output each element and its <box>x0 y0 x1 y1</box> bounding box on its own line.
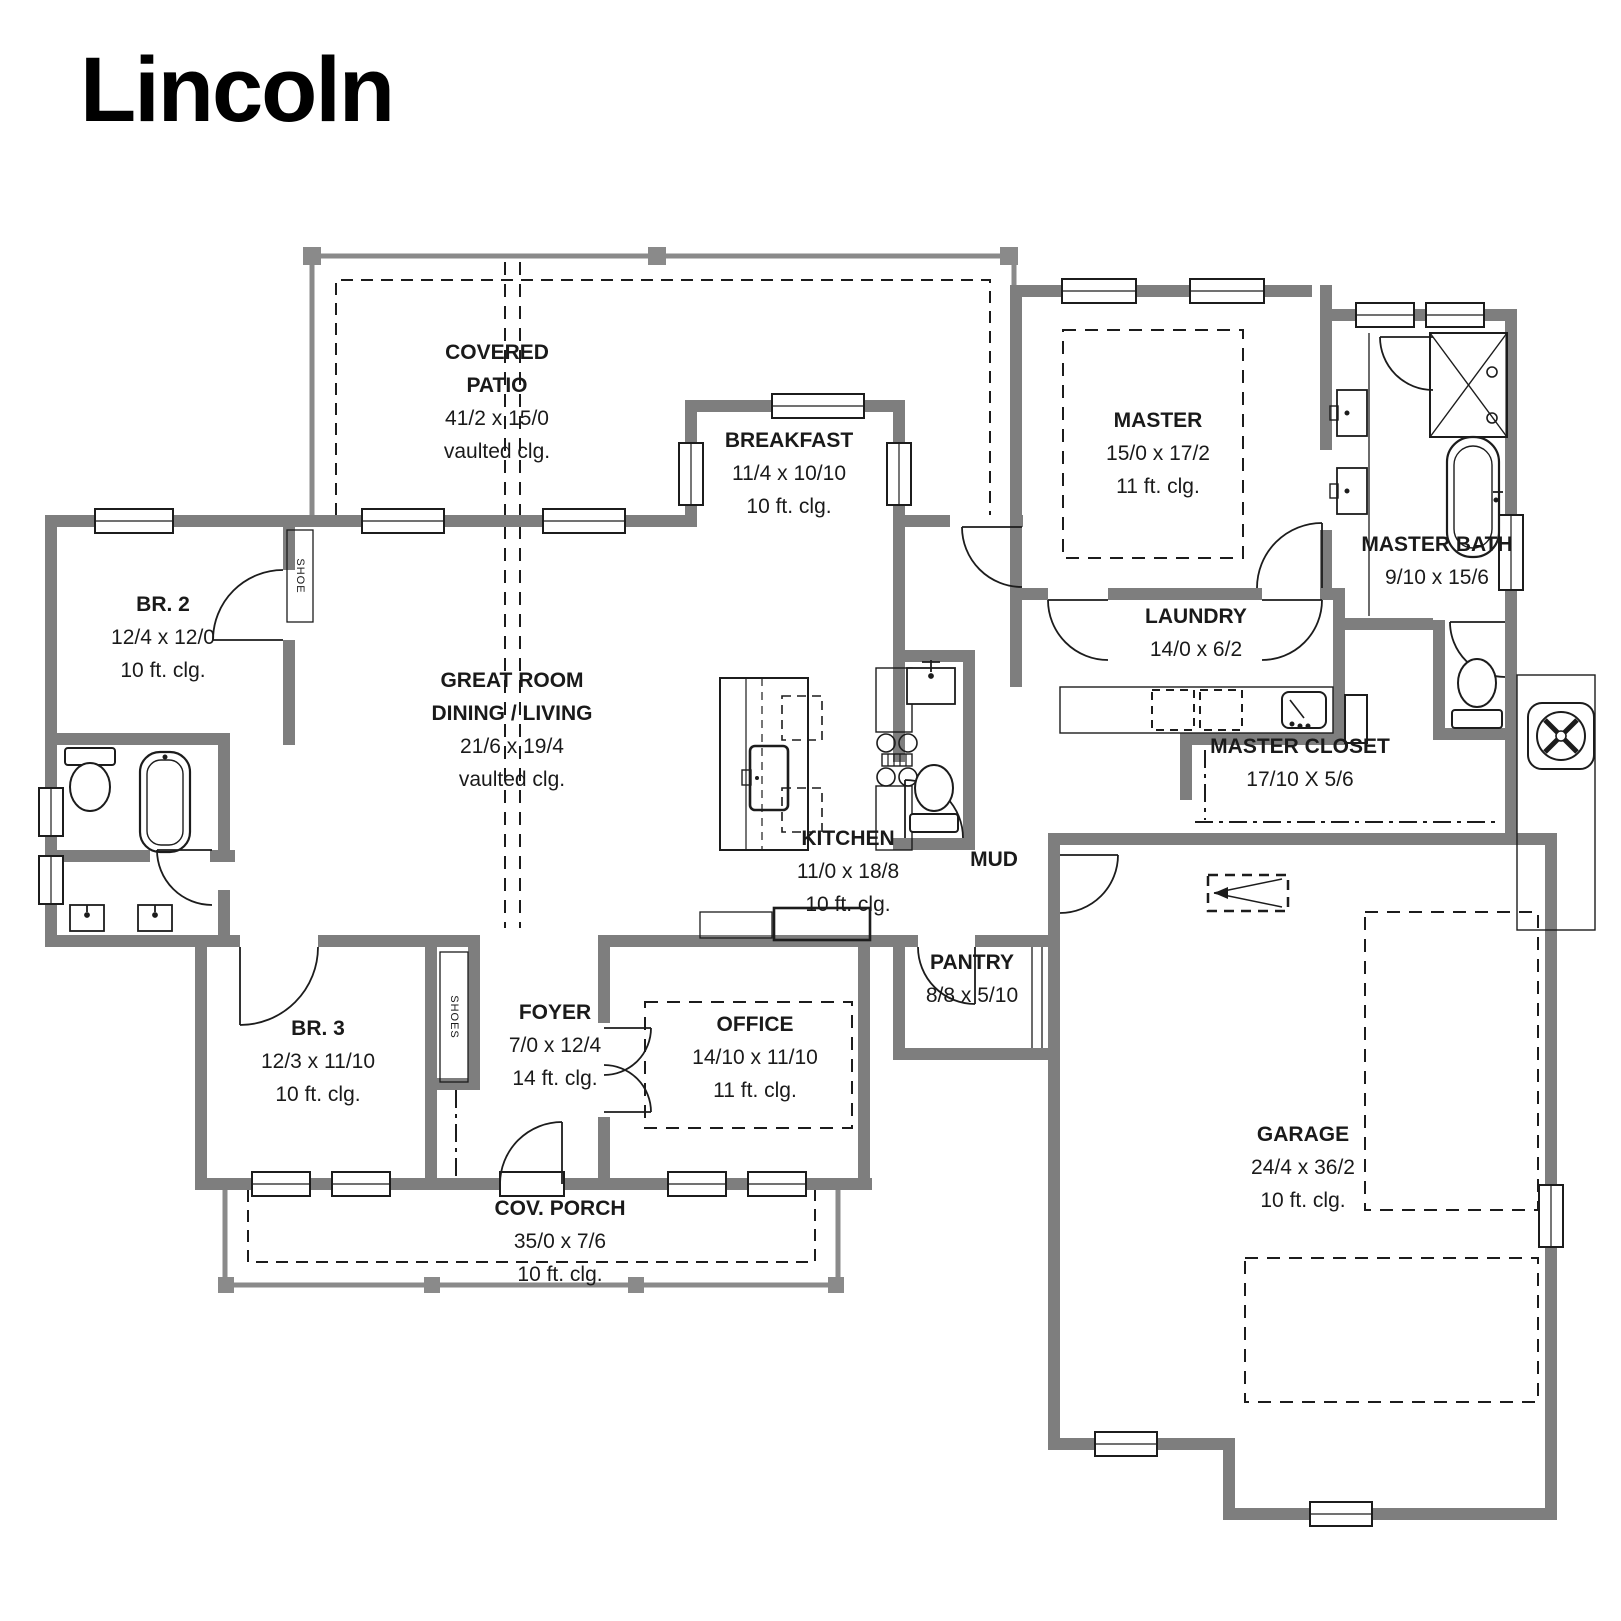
laundry-counter <box>1059 686 1334 734</box>
label-master: MASTER 15/0 x 17/2 11 ft. clg. <box>1106 409 1210 498</box>
bathtub-icon <box>138 750 192 854</box>
plan-title: Lincoln <box>80 39 395 141</box>
toilet-icon <box>64 747 116 812</box>
window-center-lines <box>50 290 1552 1515</box>
beam-dashed-lines <box>504 262 1539 1403</box>
windows <box>38 278 1564 1527</box>
label-mud: MUD <box>970 848 1018 871</box>
patio-roof-dashed <box>335 279 991 515</box>
wc-toilet-icon <box>1451 658 1503 729</box>
label-cov-porch: COV. PORCH 35/0 x 7/6 10 ft. clg. <box>494 1197 626 1286</box>
label-master-bath: MASTER BATH 9/10 x 15/6 <box>1361 533 1513 589</box>
master-vanity-icon <box>1329 333 1370 616</box>
closet-shelves <box>286 529 1043 1083</box>
powder-toilet-icon <box>909 764 959 833</box>
master-tub-icon <box>1445 435 1503 559</box>
label-office: OFFICE 14/10 x 11/10 11 ft. clg. <box>692 1013 818 1102</box>
double-vanity-icon <box>69 904 173 932</box>
label-shoes-closet: SHOES <box>448 995 460 1039</box>
exterior-fan-icon <box>1516 674 1596 931</box>
kitchen-counter <box>699 906 872 942</box>
patio-posts <box>303 247 1018 265</box>
label-pantry: PANTRY 8/8 x 5/10 <box>925 951 1019 1007</box>
porch-posts <box>218 1277 844 1293</box>
doors <box>156 336 1506 1185</box>
kitchen-island <box>719 677 823 851</box>
label-br2: BR. 2 12/4 x 12/0 10 ft. clg. <box>111 593 215 682</box>
label-br3: BR. 3 12/3 x 11/10 10 ft. clg. <box>260 1017 376 1106</box>
label-breakfast: BREAKFAST 11/4 x 10/10 10 ft. clg. <box>724 429 854 518</box>
label-foyer: FOYER 7/0 x 12/4 14 ft. clg. <box>508 1001 602 1090</box>
label-garage: GARAGE 24/4 x 36/2 10 ft. clg. <box>1251 1123 1355 1212</box>
label-covered-patio: COVERED PATIO 41/2 x 15/0 vaulted clg. <box>443 341 551 463</box>
shower-icon <box>1429 332 1508 438</box>
label-laundry: LAUNDRY 14/0 x 6/2 <box>1145 605 1247 661</box>
label-shoe-closet: SHOE <box>294 558 306 594</box>
closet-rod-lines <box>455 750 1495 1176</box>
porch-outline <box>222 1190 841 1288</box>
label-kitchen: KITCHEN 11/0 x 18/8 10 ft. clg. <box>796 827 900 916</box>
label-great-room: GREAT ROOM DINING / LIVING 21/6 x 19/4 v… <box>431 669 593 791</box>
label-master-closet: MASTER CLOSET 17/10 X 5/6 <box>1210 735 1390 791</box>
attic-access <box>1206 873 1290 913</box>
powder-sink-icon <box>906 660 956 705</box>
